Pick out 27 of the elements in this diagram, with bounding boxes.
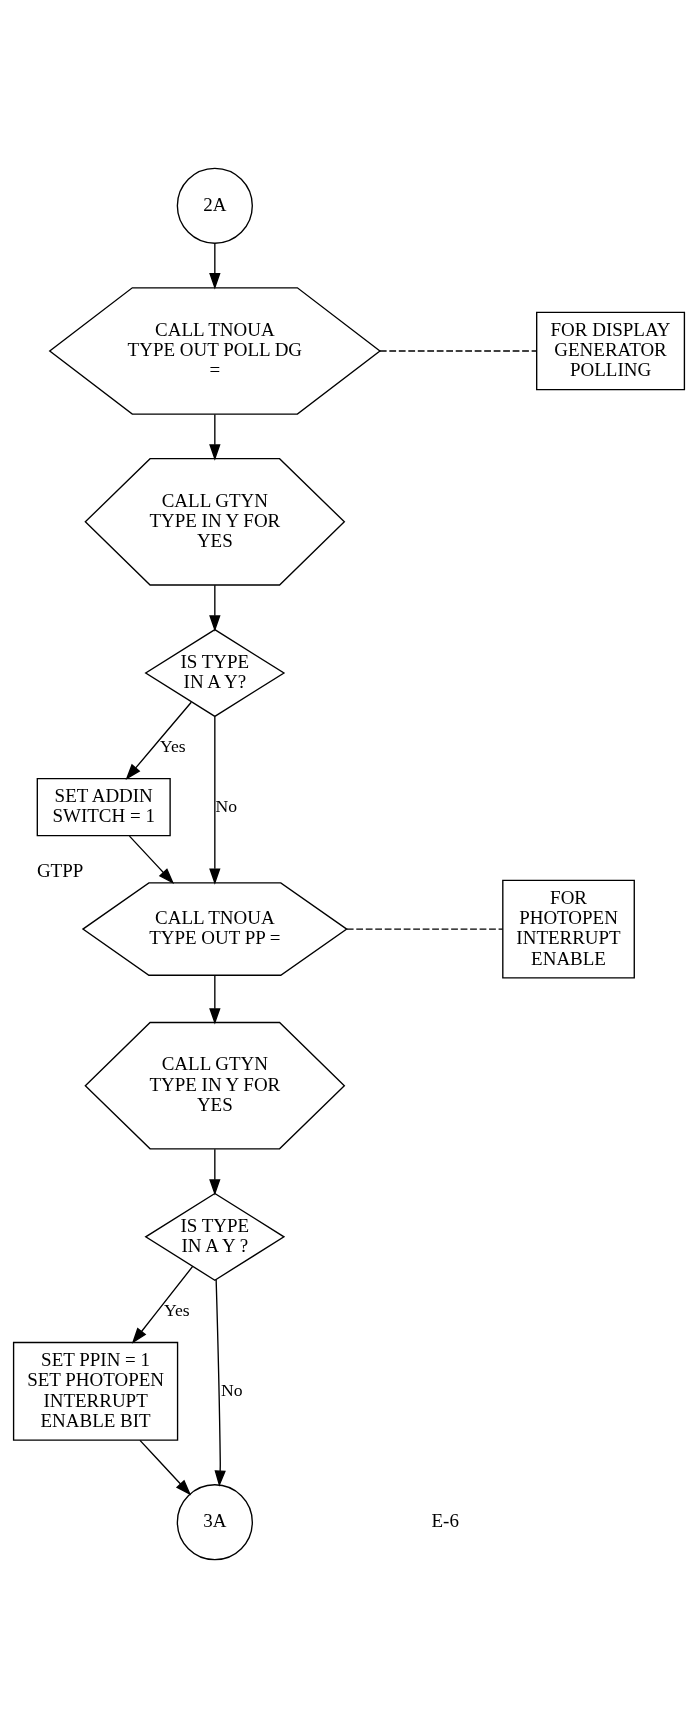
- edge-label: Yes: [164, 1299, 190, 1320]
- arrow: [209, 242, 221, 289]
- node-box: FOR DISPLAY GENERATOR POLLING: [536, 311, 686, 390]
- edge-label: Yes: [160, 735, 186, 756]
- arrow: [139, 1439, 192, 1495]
- node-box: FOR PHOTOPEN INTERRUPT ENABLE: [502, 879, 635, 979]
- arrow: [209, 584, 221, 632]
- arrow: [125, 701, 192, 780]
- arrow: [209, 413, 221, 461]
- edge-label: No: [221, 1379, 243, 1400]
- connector: [346, 927, 504, 930]
- node-box: SET PPIN = 1 SET PHOTOPEN INTERRUPT ENABLE BIT: [12, 1341, 179, 1441]
- arrow: [209, 974, 221, 1025]
- node-diamond: IS TYPE IN A Y?: [144, 628, 286, 717]
- node-label: GTPP: [36, 859, 84, 881]
- arrow: [128, 835, 175, 884]
- arrow: [209, 715, 221, 885]
- node-diamond: IS TYPE IN A Y ?: [144, 1192, 286, 1281]
- edge-label: No: [215, 795, 238, 816]
- node-box: SET ADDIN SWITCH = 1: [36, 777, 171, 836]
- label: E-6: [431, 1509, 459, 1531]
- arrow: [131, 1265, 194, 1344]
- arrow: [209, 1147, 221, 1195]
- node-circle: 3A: [176, 1483, 253, 1560]
- node-circle: 2A: [176, 167, 253, 244]
- connector: [379, 349, 538, 352]
- arrow: [214, 1278, 226, 1487]
